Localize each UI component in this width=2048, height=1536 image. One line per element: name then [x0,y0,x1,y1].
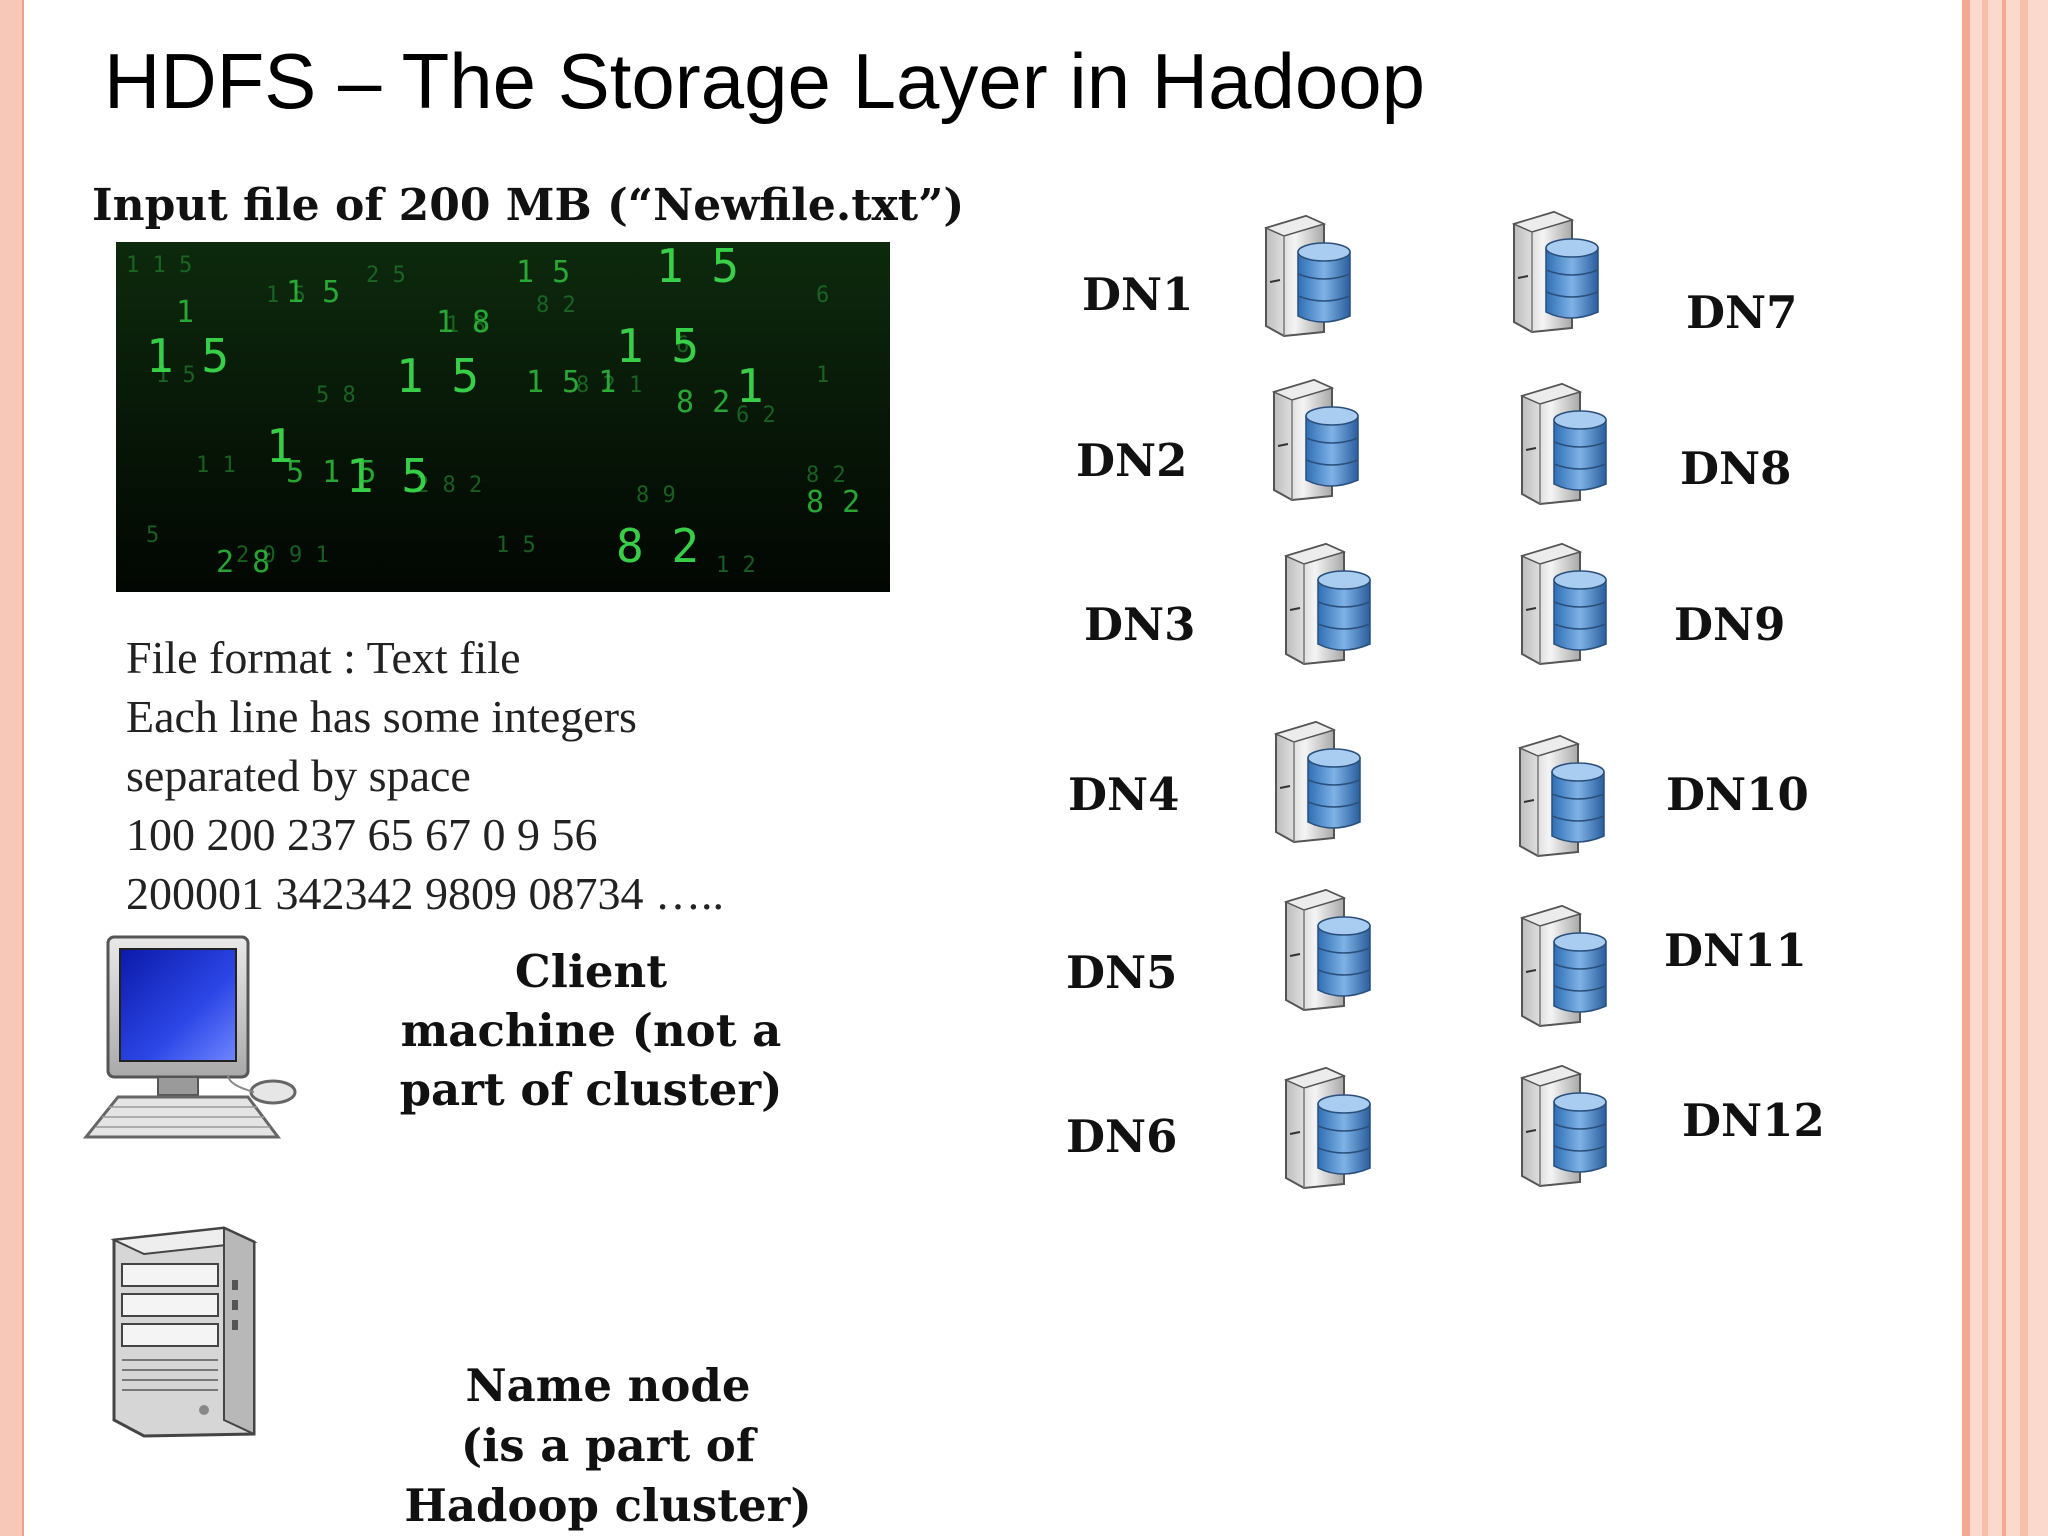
svg-text:8 2: 8 2 [536,293,576,318]
svg-text:2 5: 2 5 [366,263,406,288]
name-node-label: Name node (is a part of Hadoop cluster) [404,1359,812,1532]
slide-border-left-line [22,0,24,1536]
slide-title: HDFS – The Storage Layer in Hadoop [104,37,1425,125]
svg-text:1 5 1: 1 5 1 [526,365,616,400]
svg-text:1 5: 1 5 [156,363,196,388]
file-description-line: 100 200 237 65 67 0 9 56 [126,809,598,860]
svg-text:8 2: 8 2 [806,463,846,488]
svg-text:8 2: 8 2 [676,385,730,420]
database-server-icon [1518,540,1614,666]
database-server-icon [1516,732,1612,858]
svg-text:1 5: 1 5 [286,275,340,310]
svg-text:1: 1 [816,363,829,388]
svg-text:1 5: 1 5 [516,255,570,290]
datanode-label-dn4: DN4 [1068,768,1180,821]
svg-text:1 8: 1 8 [446,313,486,338]
datanode-label-dn12: DN12 [1682,1094,1825,1147]
database-server-icon [1518,380,1614,506]
svg-text:8 2: 8 2 [806,485,860,520]
svg-text:1 1 5: 1 1 5 [126,253,192,278]
svg-text:1: 1 [736,359,764,413]
svg-text:6: 6 [816,283,829,308]
file-description-line: separated by space [126,750,471,801]
svg-text:1 5: 1 5 [146,329,229,383]
client-machine-label: Client machine (not a part of cluster) [399,945,783,1116]
datanode-label-dn9: DN9 [1674,598,1786,651]
database-server-icon [1518,1062,1614,1188]
svg-text:1 5: 1 5 [266,283,306,308]
database-server-icon [1510,208,1606,334]
svg-text:1 8: 1 8 [436,305,490,340]
datanode-label-dn1: DN1 [1082,268,1194,321]
svg-text:1 5: 1 5 [616,319,699,373]
svg-text:1 5: 1 5 [656,242,739,293]
input-file-caption: Input file of 200 MB (“Newfile.txt”) [92,180,965,231]
slide-border-left [0,0,22,1536]
datanode-label-dn3: DN3 [1084,598,1196,651]
slide-border-right [1962,0,2048,1536]
file-description-line: Each line has some integers [126,691,637,742]
database-server-icon [1262,212,1358,338]
database-server-icon [1518,902,1614,1028]
datanode-label-dn8: DN8 [1680,442,1792,495]
datanode-label-dn6: DN6 [1066,1110,1178,1163]
svg-text:1: 1 [176,295,194,330]
svg-text:8 2 1: 8 2 1 [576,373,642,398]
svg-text:6: 6 [676,333,689,358]
datanode-label-dn7: DN7 [1686,286,1798,339]
database-server-icon [1272,718,1368,844]
svg-text:5 8: 5 8 [316,383,356,408]
database-server-icon [1270,376,1366,502]
svg-text:8 9: 8 9 [636,483,676,508]
svg-text:1 2: 1 2 [716,553,756,578]
svg-text:1 1: 1 1 [196,453,236,478]
svg-text:2 8 2: 2 8 2 [416,473,482,498]
database-server-icon [1282,886,1378,1012]
datanode-label-dn5: DN5 [1066,946,1178,999]
svg-text:5: 5 [146,523,159,548]
svg-text:1 5: 1 5 [346,449,429,503]
svg-text:2 8: 2 8 [216,545,270,580]
svg-text:1 5: 1 5 [396,349,479,403]
file-description-line: 200001 342342 9809 08734 ….. [126,868,724,919]
tower-server-icon [104,1220,264,1445]
svg-text:5 1 5: 5 1 5 [286,455,376,490]
svg-text:2 0 9 1: 2 0 9 1 [236,543,329,568]
database-server-icon [1282,1064,1378,1190]
datanode-label-dn11: DN11 [1664,924,1807,977]
datanode-label-dn2: DN2 [1076,434,1188,487]
svg-text:6 2: 6 2 [736,403,776,428]
desktop-computer-icon [78,925,358,1160]
file-description: File format : Text file Each line has so… [126,628,724,923]
svg-text:1 5: 1 5 [496,533,536,558]
svg-text:8 2: 8 2 [616,519,699,573]
database-server-icon [1282,540,1378,666]
svg-text:1: 1 [266,419,294,473]
datanode-label-dn10: DN10 [1666,768,1809,821]
file-description-line: File format : Text file [126,632,521,683]
